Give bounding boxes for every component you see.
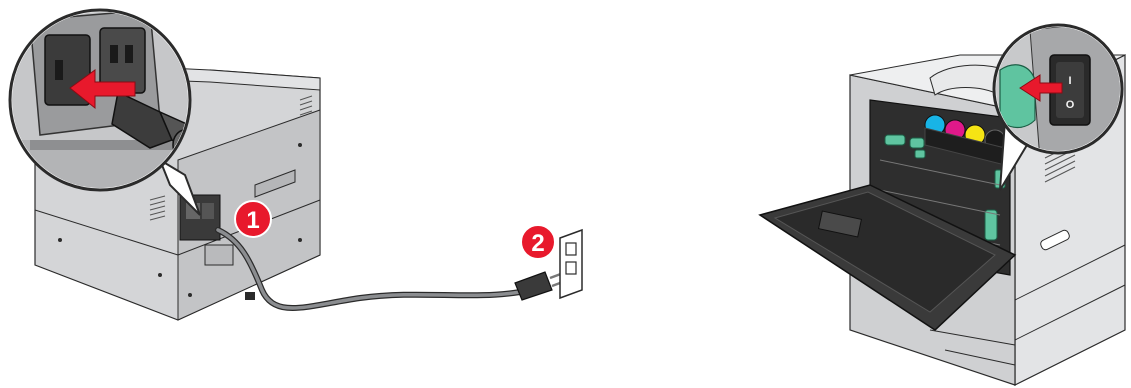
zoom-callout-power-cord [0,0,200,215]
switch-on-label: I [1068,75,1071,87]
step-badge-2: 2 [521,225,555,259]
step-number-2: 2 [531,230,544,257]
step-number-1: 1 [246,207,259,234]
wall-outlet [560,230,582,298]
step-badge-1: 1 [235,201,271,237]
switch-off-label: O [1066,99,1075,111]
